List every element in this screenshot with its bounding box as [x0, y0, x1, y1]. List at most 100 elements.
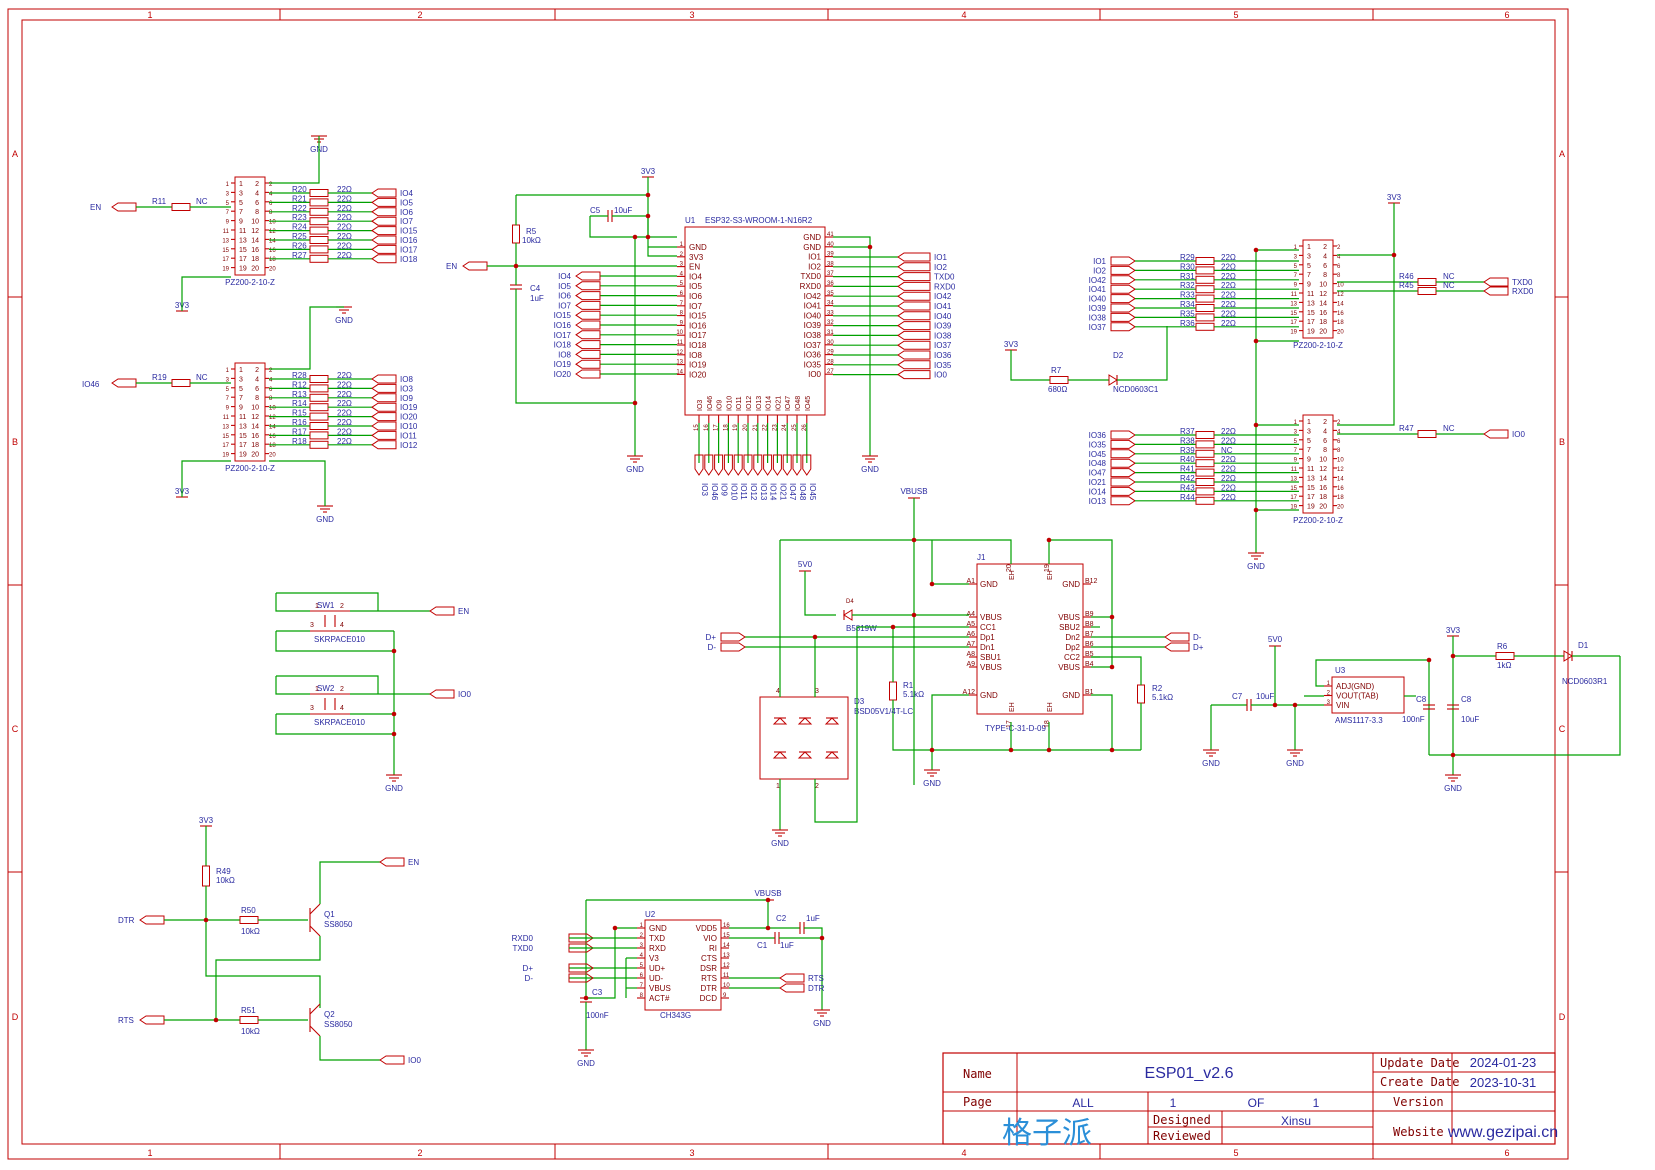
hdr-rb-net-IO35: IO35 [1089, 440, 1107, 449]
r6-label: R6 [1497, 642, 1508, 651]
hdr-bot-res-value: 22Ω [337, 371, 352, 380]
esp-left-net-IO8: IO8 [558, 350, 571, 359]
hdr-rb-net-IO13: IO13 [1089, 497, 1107, 506]
esp32-pin-num: 35 [827, 291, 834, 297]
esp-left-net-flag [575, 369, 601, 379]
usb-pin-num: A9 [966, 661, 975, 668]
usb-pin-num: 18 [1044, 720, 1051, 728]
hdr-rt-pin-num: 18 [1337, 320, 1344, 326]
ch343-pin-num: 13 [723, 953, 730, 959]
resistor-symbol [309, 431, 329, 440]
esp32-pin-num: 37 [827, 271, 834, 277]
wire [181, 276, 231, 311]
hdr-rb-part: PZ200-2-10-Z [1293, 516, 1343, 525]
usb-dp-left: D+ [706, 633, 717, 642]
hdr-rb-pin-odd: 19 [1307, 504, 1315, 511]
esp32-pin-IO45: IO45 [805, 396, 812, 411]
junction-dot [645, 234, 651, 240]
hdr-bot-pin-even: 8 [255, 395, 259, 402]
esp-right-flag [897, 291, 931, 301]
tb-designed-value: Xinsu [1281, 1114, 1311, 1128]
hdr-top-pin-odd: 19 [239, 266, 247, 273]
hdr-bot-pin-num: 7 [226, 396, 230, 402]
hdr-bot-pin-odd: 13 [239, 423, 247, 430]
usb-pin-num: B4 [1085, 661, 1094, 668]
power-label: 3V3 [1004, 340, 1019, 349]
hdr-rt-pin-num: 6 [1337, 264, 1341, 270]
hdr-rt-pin-even: 12 [1319, 291, 1327, 298]
esp-right-flag [897, 262, 931, 272]
esp-left-net-IO15: IO15 [554, 311, 572, 320]
r51-value: 10kΩ [241, 1027, 260, 1036]
hdr-bot-part: PZ200-2-10-Z [225, 464, 275, 473]
hdr-top-res-value: 22Ω [337, 204, 352, 213]
esp-right-net-IO39: IO39 [934, 322, 952, 331]
junction-dot [1272, 702, 1278, 708]
resistor-symbol [1195, 487, 1215, 496]
sw1-pin: 2 [340, 603, 344, 610]
hdr-top-net-IO17-flag [371, 244, 397, 254]
hdr-rt-net-IO1: IO1 [1093, 257, 1106, 266]
esp-left-net-flag [575, 291, 601, 301]
hdr-rt-res-value: 22Ω [1221, 291, 1236, 300]
q1-value: SS8050 [324, 920, 353, 929]
esp32-bottom-flag [704, 454, 714, 476]
junction-dot [1450, 752, 1456, 758]
r1-value: 5.1kΩ [903, 690, 924, 699]
autoreset-en-flag [379, 857, 405, 867]
hdr-top-pin-odd: 13 [239, 237, 247, 244]
esp-right-net-IO35: IO35 [934, 361, 952, 370]
esp-left-net-IO16: IO16 [554, 321, 572, 330]
junction-dot [213, 1017, 219, 1023]
q2-symbol [309, 1025, 321, 1037]
tb-create-value: 2023-10-31 [1470, 1075, 1537, 1090]
ruler-top-5: 5 [1233, 10, 1238, 20]
hdr-rt-pin-odd: 9 [1307, 282, 1311, 289]
hdr-rt-res-value: 22Ω [1221, 319, 1236, 328]
hdr-rt-flag-flag [1110, 303, 1136, 313]
hdr-bot-pin-num: 10 [269, 406, 276, 412]
esp32-pin-IO35: IO35 [804, 360, 822, 369]
hdr-bot-pin-num: 6 [269, 387, 273, 393]
hdr-top-pin-even: 6 [255, 200, 259, 207]
hdr-rt-res-value: 22Ω [1221, 309, 1236, 318]
ruler-left-d: D [12, 1012, 19, 1022]
esp-left-net-IO4: IO4 [558, 272, 571, 281]
ch343-pin-num: 2 [640, 933, 644, 939]
usb-vbusb: VBUSB [900, 487, 927, 496]
usb-dm-left: D- [708, 643, 717, 652]
resistor-symbol [309, 422, 329, 430]
hdr-rt-net-IO38: IO38 [1089, 313, 1107, 322]
hdr-rt-res-value: 22Ω [1221, 281, 1236, 290]
hdr-top-pin-num: 11 [223, 229, 230, 235]
hdr-top-pin-num: 7 [226, 210, 230, 216]
esp32-pin-IO2: IO2 [808, 262, 821, 271]
hdr-rb-pin-num: 14 [1337, 476, 1344, 482]
hdr-rb-pin-num: 18 [1337, 495, 1344, 501]
wire [586, 928, 616, 999]
hdr-top-pin-num: 17 [222, 257, 229, 263]
company-logo: 格子派 [1002, 1117, 1092, 1150]
hdr-rb-pin-even: 8 [1323, 447, 1327, 454]
hdr-rb-pin-num: 5 [1294, 439, 1298, 445]
ruler-bottom-1: 1 [147, 1148, 152, 1158]
hdr-rt-nc: NC [1443, 281, 1455, 290]
sw2-pin: 3 [310, 705, 314, 712]
junction-dot [929, 581, 935, 587]
hdr-rt-flag-flag [1110, 275, 1136, 285]
esp32-pin-num: 1 [680, 242, 684, 248]
hdr-rb-res-value: 22Ω [1221, 455, 1236, 464]
hdr-rt-pin-num: 3 [1294, 254, 1298, 260]
esp32-bottom-net-IO13: IO13 [759, 483, 768, 501]
hdr-rt-pin-num: 19 [1290, 330, 1297, 336]
hdr-rb-pin-even: 2 [1323, 419, 1327, 426]
usb-pin-num: B7 [1085, 631, 1094, 638]
hdr-rb-pin-num: 13 [1290, 476, 1297, 482]
junction-dot [1109, 664, 1115, 670]
ruler-top-6: 6 [1504, 10, 1509, 20]
ch343-pin-num: 1 [640, 923, 644, 929]
esp32-pin-RXD0: RXD0 [800, 282, 822, 291]
hdr-bot-pin-odd: 7 [239, 395, 243, 402]
d1-led-symbol [1563, 650, 1573, 662]
hdr-rb-res-R41: R41 [1180, 465, 1195, 474]
